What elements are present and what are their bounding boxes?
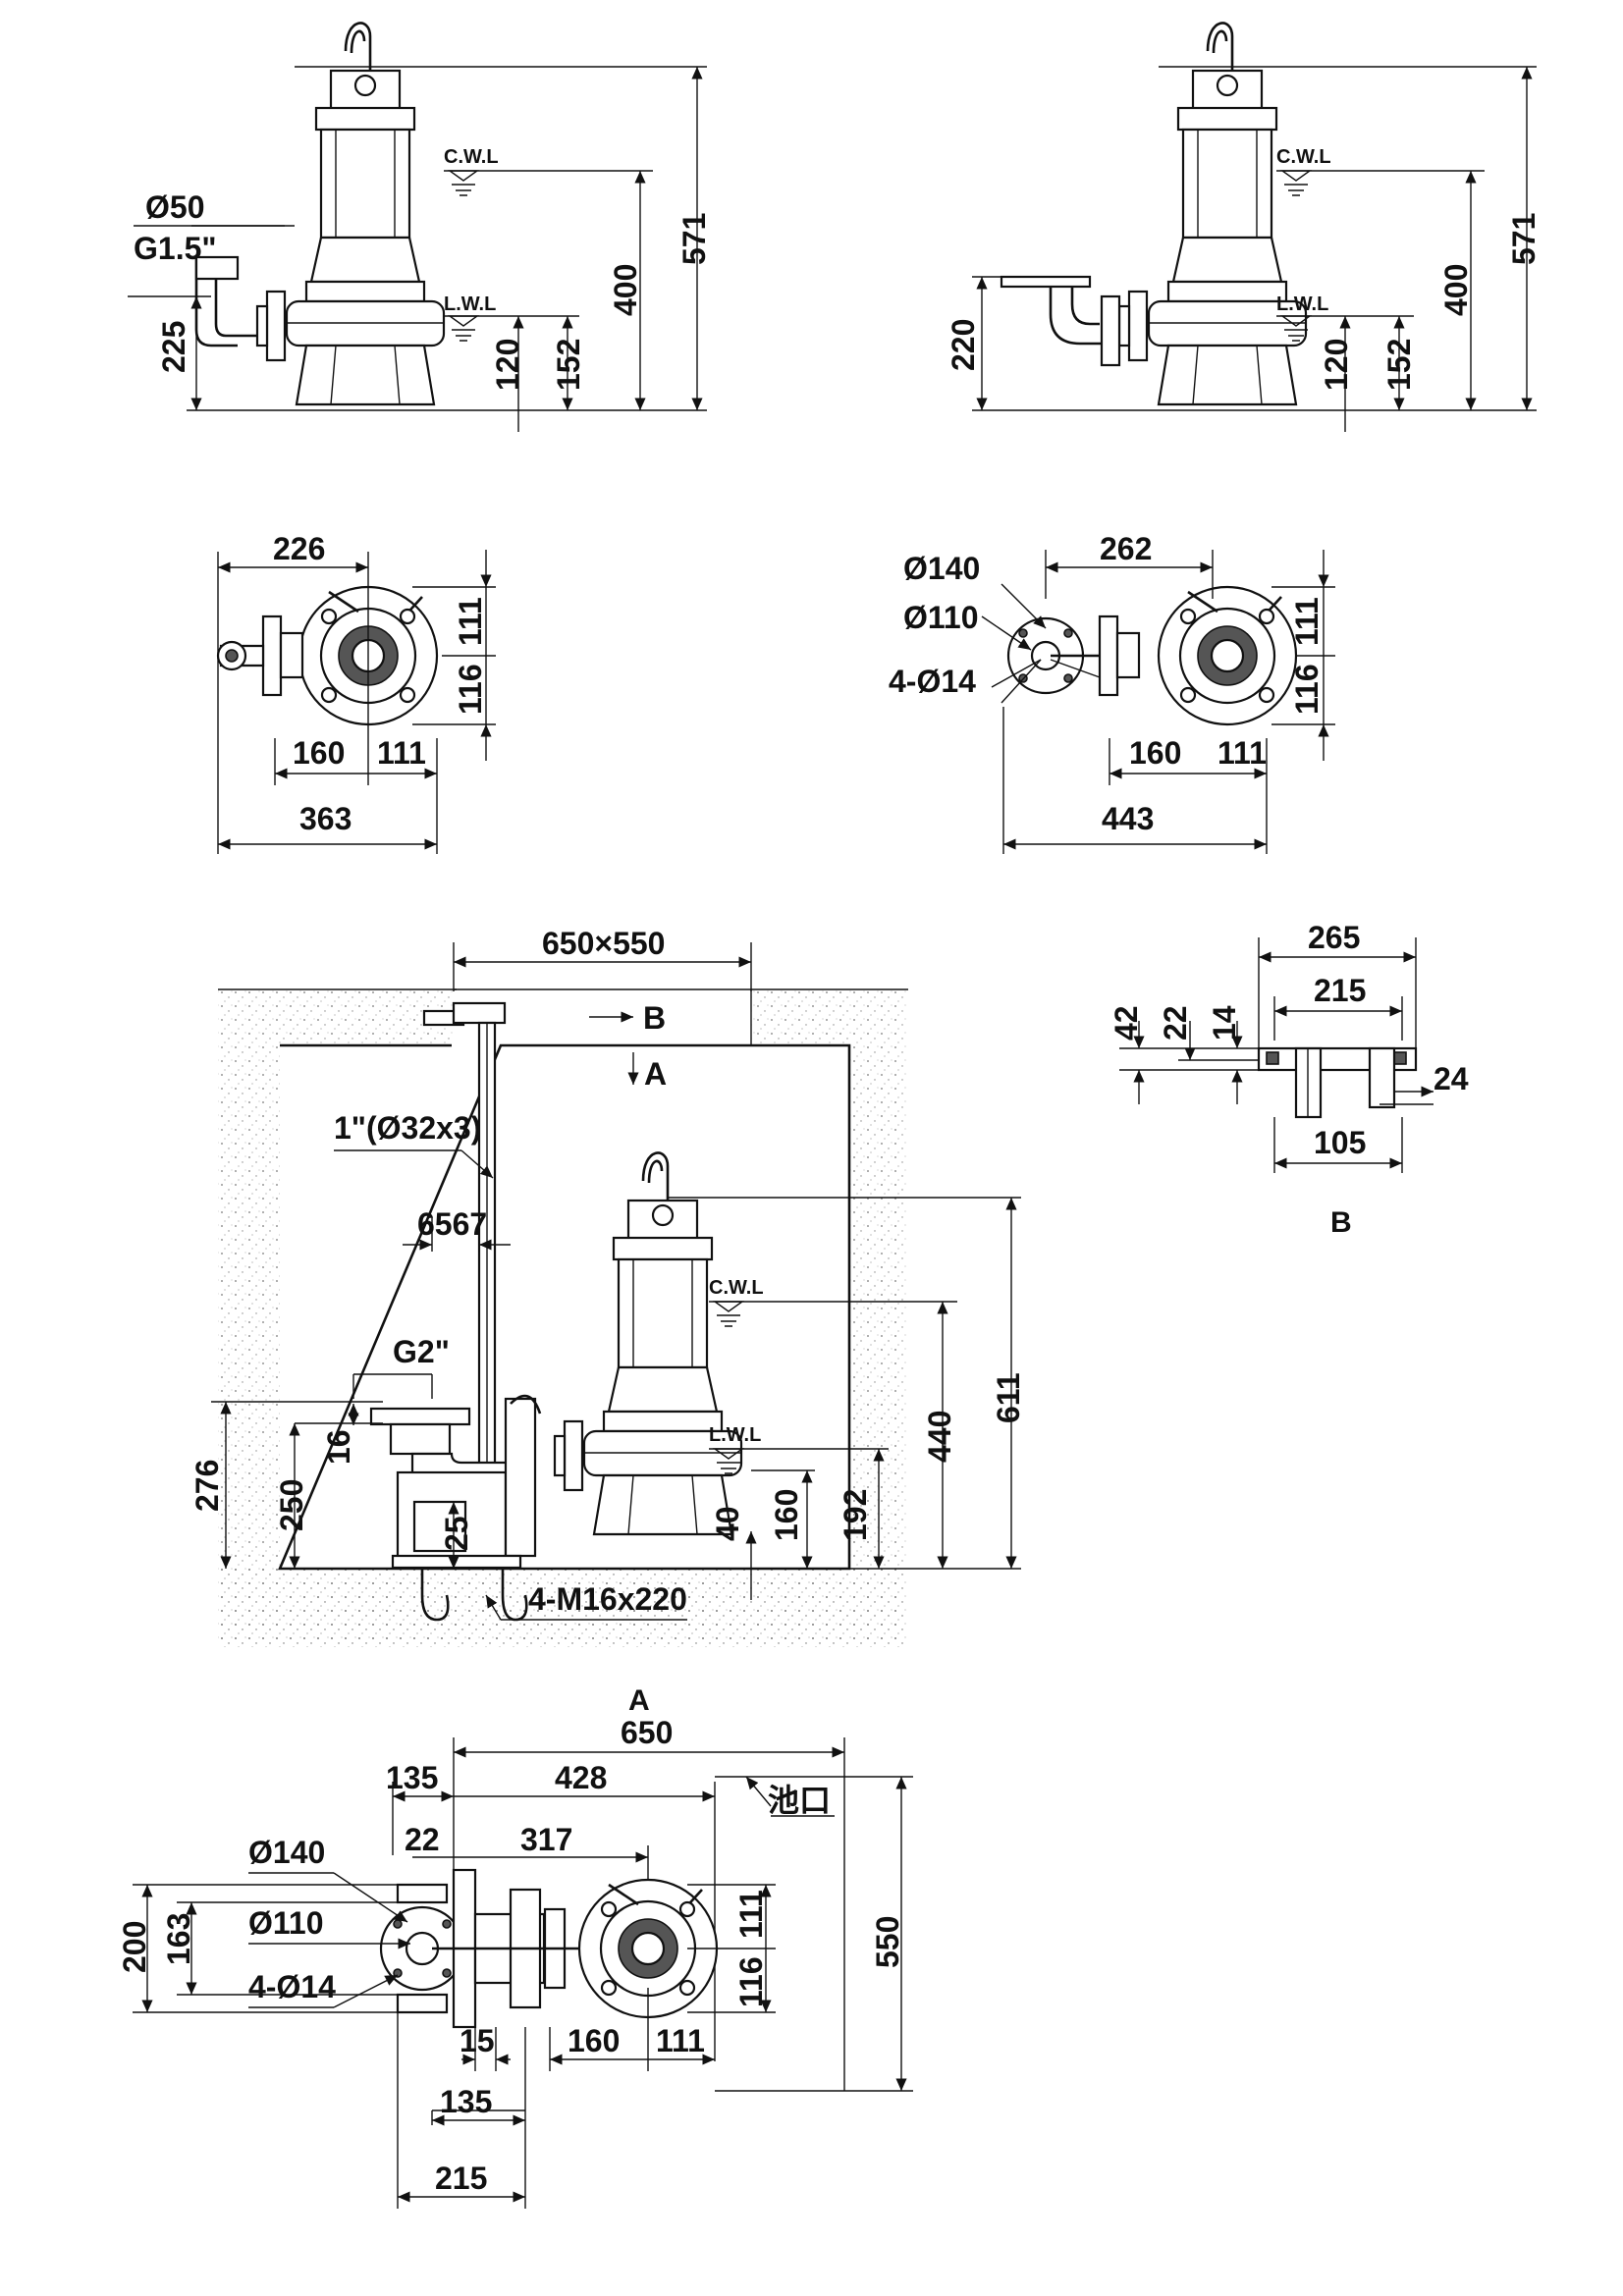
view-marker-b: B xyxy=(643,1000,666,1036)
bracket-h-14: 14 xyxy=(1207,1005,1242,1041)
dim-lwl: 120 xyxy=(490,339,525,391)
plan-a-w-317: 317 xyxy=(520,1822,572,1857)
cwl-symbol: C.W.L xyxy=(444,146,653,196)
dim-6567: 6567 xyxy=(417,1206,487,1242)
pit-lwl-label: L.W.L xyxy=(709,1424,761,1446)
plan-a-w-428: 428 xyxy=(555,1760,607,1795)
dim-plan1-total: 363 xyxy=(299,801,352,836)
plan2-pcd: Ø110 xyxy=(903,600,979,635)
plan-a-flange-dia: Ø140 xyxy=(248,1835,325,1870)
plan-a-label: A xyxy=(628,1684,650,1717)
pit-thread: G2" xyxy=(393,1334,450,1369)
dim-plan1-w-a: 160 xyxy=(293,735,345,771)
bracket-w-inner: 215 xyxy=(1314,973,1366,1008)
plan-a-pcd: Ø110 xyxy=(248,1905,324,1941)
dim-outlet-height-2: 220 xyxy=(946,319,981,371)
plan-a-holes: 4-Ø14 xyxy=(248,1969,336,2004)
plan-a-w-135: 135 xyxy=(386,1760,438,1795)
dim-lwl2: 152 xyxy=(551,339,586,391)
plan-a-w-15: 15 xyxy=(460,2023,495,2058)
pump-plan-view-1: 226 111 116 160 111 363 xyxy=(216,531,496,854)
dim-plan1-h-b: 116 xyxy=(453,664,488,715)
dim-total-height-2: 571 xyxy=(1506,213,1542,265)
dim-pit-40: 40 xyxy=(710,1506,745,1541)
dim-outlet-height: 225 xyxy=(156,321,191,373)
dim-pit-160: 160 xyxy=(769,1489,804,1541)
lwl-symbol: L.W.L xyxy=(444,294,579,342)
dim-lwl2-2: 152 xyxy=(1381,339,1417,391)
plan-a-h-163: 163 xyxy=(161,1913,196,1965)
dim-pit-250: 250 xyxy=(274,1479,309,1531)
pump-elevation-view-1: C.W.L L.W.L 571 400 152 120 225 Ø50 G1.5… xyxy=(128,22,712,432)
plan-a-w-215: 215 xyxy=(435,2161,487,2196)
dim-pit-192: 192 xyxy=(838,1489,873,1541)
view-marker-a: A xyxy=(644,1056,667,1092)
lwl-label: L.W.L xyxy=(444,294,496,315)
plan-a-h-111: 111 xyxy=(733,1890,769,1939)
bracket-h-22: 22 xyxy=(1158,1005,1193,1041)
plan-a-h-550: 550 xyxy=(870,1916,905,1968)
plan2-holes: 4-Ø14 xyxy=(889,664,976,699)
anchor-bolts: 4-M16x220 xyxy=(528,1581,687,1617)
plan-a-w-22: 22 xyxy=(405,1822,440,1857)
outlet-thread: G1.5" xyxy=(134,231,217,266)
dim-plan2-h-b: 116 xyxy=(1289,664,1325,715)
dim-cwl-height: 400 xyxy=(608,264,643,316)
outlet-diameter: Ø50 xyxy=(145,189,204,225)
plan-a-w-135b: 135 xyxy=(440,2084,492,2119)
dim-cwl-height-2: 400 xyxy=(1438,264,1474,316)
pool-mouth-label: 池口 xyxy=(768,1783,831,1818)
bracket-detail-b: 265 215 42 22 14 24 105 B xyxy=(1109,920,1469,1239)
plan-a-w-650: 650 xyxy=(621,1715,673,1750)
dim-plan2-w-b: 111 xyxy=(1217,735,1267,771)
bracket-w-105: 105 xyxy=(1314,1125,1366,1160)
cwl-symbol-2: C.W.L xyxy=(1276,146,1485,196)
dim-plan1-w-b: 111 xyxy=(377,735,426,771)
dim-pit-276: 276 xyxy=(189,1460,225,1512)
pit-opening-size: 650×550 xyxy=(542,926,665,961)
bracket-w-24: 24 xyxy=(1434,1061,1469,1096)
pit-installation-section: 650×550 B A 1"(Ø32x3) 6567 G2" xyxy=(189,926,1026,1647)
dim-pit-611: 611 xyxy=(991,1372,1026,1423)
pump-elevation-view-2: C.W.L L.W.L 571 400 152 120 220 xyxy=(946,22,1542,432)
bracket-w-total: 265 xyxy=(1308,920,1360,955)
plan-view-a: A 650 135 428 池口 22 317 Ø14 xyxy=(117,1684,913,2209)
dim-plan2-w-a: 160 xyxy=(1129,735,1181,771)
pit-cwl-label: C.W.L xyxy=(709,1277,764,1299)
dim-plan2-top: 262 xyxy=(1100,531,1152,566)
dim-pit-440: 440 xyxy=(922,1411,957,1463)
lwl-label-2: L.W.L xyxy=(1276,294,1328,315)
dim-plan2-total: 443 xyxy=(1102,801,1154,836)
pump-plan-view-2: Ø140 Ø110 4-Ø14 262 111 116 160 111 443 xyxy=(889,531,1335,854)
cwl-label: C.W.L xyxy=(444,146,499,168)
dim-plan1-h-a: 111 xyxy=(453,597,488,646)
dim-pit-25: 25 xyxy=(439,1516,474,1551)
plan-a-h-116: 116 xyxy=(733,1956,769,2007)
bracket-h-42: 42 xyxy=(1109,1005,1144,1041)
plan-a-h-200: 200 xyxy=(117,1921,152,1973)
plan2-flange-dia: Ø140 xyxy=(903,551,980,586)
dim-plan2-h-a: 111 xyxy=(1289,597,1325,646)
dim-pit-16: 16 xyxy=(321,1429,356,1465)
guide-pipe-spec: 1"(Ø32x3) xyxy=(334,1110,481,1146)
plan-a-w-160: 160 xyxy=(568,2023,620,2058)
plan-a-w-111: 111 xyxy=(656,2023,705,2058)
dim-plan1-top: 226 xyxy=(273,531,325,566)
cwl-label-2: C.W.L xyxy=(1276,146,1331,168)
bracket-view-label: B xyxy=(1330,1206,1352,1239)
dim-total-height: 571 xyxy=(676,213,712,265)
dim-lwl-2: 120 xyxy=(1319,339,1354,391)
